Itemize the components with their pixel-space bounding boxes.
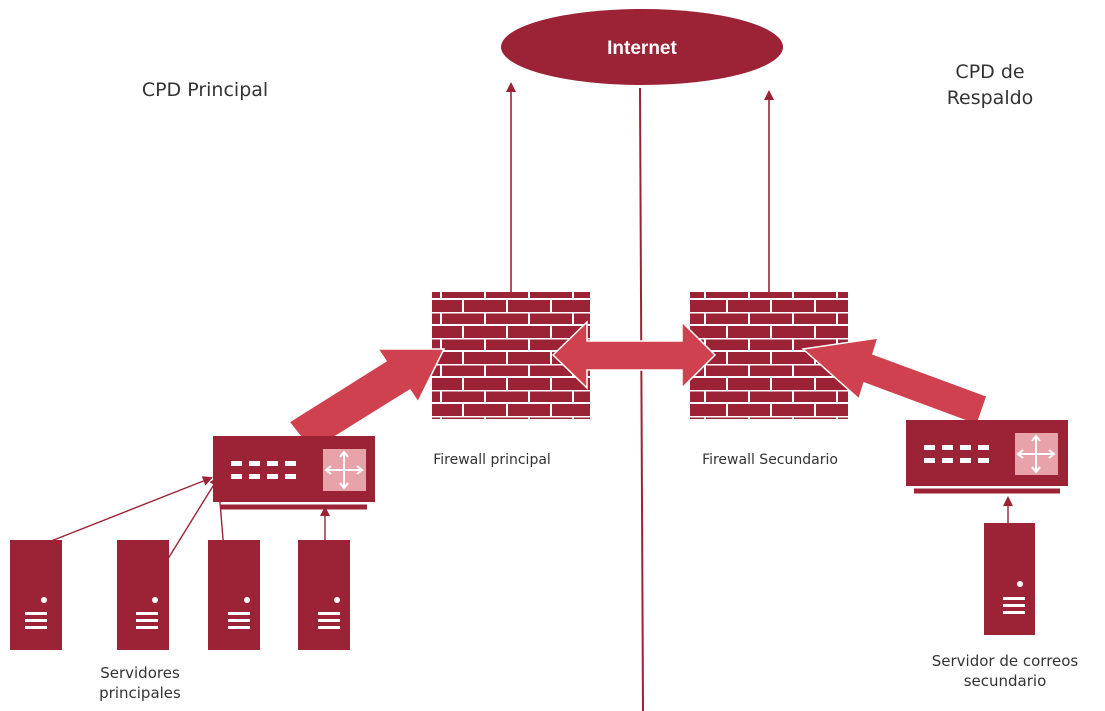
server-tower-icon <box>208 540 260 650</box>
site-backup-line1: CPD de <box>955 61 1025 83</box>
server-tower-icon <box>298 540 350 650</box>
server-tower-icon <box>117 540 169 650</box>
router-backup <box>906 420 1068 494</box>
site-backup-label: CPD de Respaldo <box>925 60 1055 111</box>
server-tower-icon <box>984 523 1035 635</box>
main-servers-line1: Servidores <box>100 664 180 682</box>
firewall-main-label: Firewall principal <box>433 452 551 468</box>
port-icons <box>924 445 989 463</box>
mail-server-label: Servidor de correos secundario <box>910 651 1100 692</box>
router-main-to-firewall-arrow <box>287 348 446 452</box>
main-servers-label: Servidores principales <box>70 663 210 704</box>
internet-node <box>501 9 783 85</box>
mail-server-line1: Servidor de correos <box>931 652 1079 670</box>
mail-server-line2: secundario <box>963 672 1047 691</box>
internet-label: Internet <box>607 38 677 59</box>
router-backup-to-firewall-arrow <box>801 337 988 426</box>
router-icon <box>1015 433 1058 475</box>
router-icon <box>323 449 366 491</box>
firewall-secondary-label: Firewall Secundario <box>702 452 838 468</box>
site-backup-line2: Respaldo <box>946 86 1034 109</box>
center-divider-line <box>639 87 644 711</box>
router-main <box>213 436 375 510</box>
server-tower-icon <box>10 540 62 650</box>
site-principal-label: CPD Principal <box>141 79 269 101</box>
port-icons <box>231 461 296 479</box>
bidirectional-arrow <box>551 320 717 390</box>
main-servers-line2: principales <box>99 684 181 703</box>
